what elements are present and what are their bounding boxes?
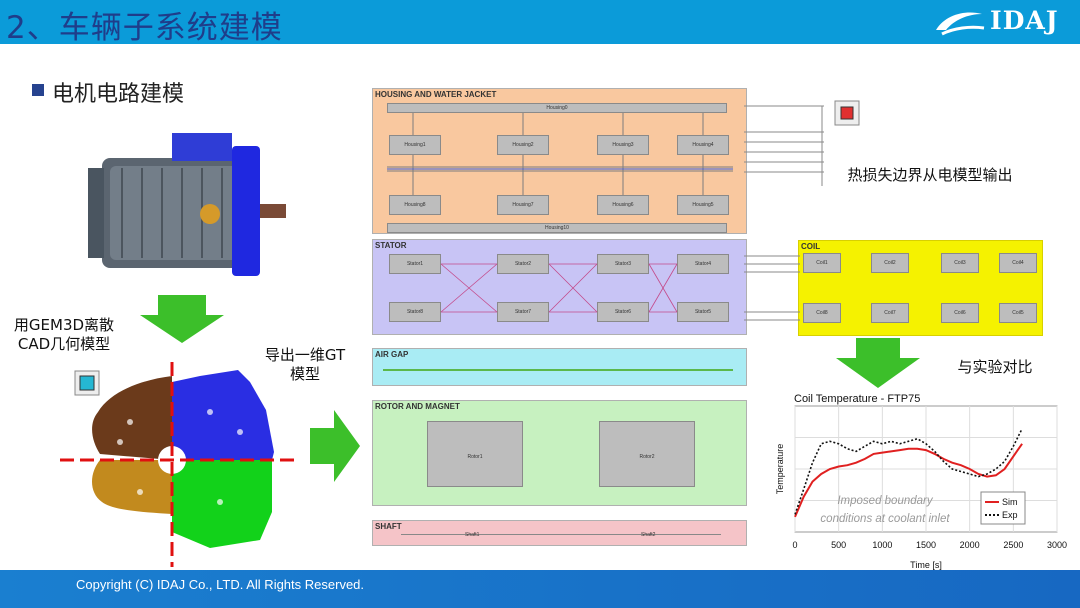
stator-coil-link-lines xyxy=(744,255,800,321)
stator-part[interactable]: Stator3 xyxy=(597,254,649,274)
rotor-label: ROTOR AND MAGNET xyxy=(375,402,460,411)
stator-part[interactable]: Stator7 xyxy=(497,302,549,322)
housing-part[interactable]: Housing1 xyxy=(389,135,441,155)
x-tick-label: 2000 xyxy=(960,540,980,550)
header-bar xyxy=(0,0,1080,44)
legend-box xyxy=(980,491,1026,525)
gt-model-diagram: HOUSING AND WATER JACKET Housing0 Housin… xyxy=(370,88,750,548)
series-line-sim xyxy=(794,443,1023,518)
housing-connections xyxy=(387,113,733,195)
coil-part[interactable]: Coil5 xyxy=(999,303,1037,323)
series-line-exp xyxy=(794,428,1023,515)
y-axis-label: Temperature xyxy=(775,444,785,495)
coil-part[interactable]: Coil6 xyxy=(941,303,979,323)
housing-part[interactable]: Housing3 xyxy=(597,135,649,155)
coil-part[interactable]: Coil2 xyxy=(871,253,909,273)
x-tick-label: 1000 xyxy=(872,540,892,550)
housing-block: HOUSING AND WATER JACKET Housing0 Housin… xyxy=(372,88,747,234)
compare-caption: 与实验对比 xyxy=(957,358,1033,376)
stator-part[interactable]: Stator8 xyxy=(389,302,441,322)
discretized-cad-geometry xyxy=(60,362,300,567)
idaj-logo-text: IDAJ xyxy=(990,6,1059,35)
shaft-block: SHAFT Shaft1 Shaft2 xyxy=(372,520,747,546)
shaft-label: SHAFT xyxy=(375,522,402,531)
shaft-part[interactable]: Shaft1 xyxy=(465,532,480,538)
chart-title: Coil Temperature - FTP75 xyxy=(794,393,921,405)
x-tick-label: 2500 xyxy=(1003,540,1023,550)
housing-part[interactable]: Housing6 xyxy=(597,195,649,215)
housing-label: HOUSING AND WATER JACKET xyxy=(375,90,497,99)
coil-part[interactable]: Coil3 xyxy=(941,253,979,273)
stator-part[interactable]: Stator4 xyxy=(677,254,729,274)
housing-part[interactable]: Housing10 xyxy=(387,223,727,233)
coil-block: COIL Coil1 Coil2 Coil3 Coil4 Coil8 Coil7… xyxy=(798,240,1043,336)
idaj-logo-swoosh-icon xyxy=(936,12,985,36)
coil-part[interactable]: Coil7 xyxy=(871,303,909,323)
right-arrow-icon xyxy=(310,410,360,482)
footer-bar xyxy=(0,570,1080,608)
shaft-part[interactable]: Shaft2 xyxy=(641,532,656,538)
stator-block: STATOR Stator1 Stator2 Stator3 Stator4 S… xyxy=(372,239,747,335)
housing-part[interactable]: Housing0 xyxy=(387,103,727,113)
slide-title: 2、车辆子系统建模 xyxy=(6,10,283,46)
chart-annotation-line: conditions at coolant inlet xyxy=(820,513,950,525)
stator-part[interactable]: Stator6 xyxy=(597,302,649,322)
coil-part[interactable]: Coil4 xyxy=(999,253,1037,273)
copyright-text: Copyright (C) IDAJ Co., LTD. All Rights … xyxy=(76,577,365,592)
rotor-part[interactable]: Rotor1 xyxy=(427,421,523,487)
coil-label: COIL xyxy=(801,242,821,251)
x-tick-label: 0 xyxy=(792,540,797,550)
x-tick-label: 500 xyxy=(831,540,846,550)
stator-part[interactable]: Stator1 xyxy=(389,254,441,274)
chart-annotation-line: Imposed boundary xyxy=(837,495,934,507)
x-axis-label: Time [s] xyxy=(910,560,942,570)
stator-label: STATOR xyxy=(375,241,407,250)
stator-connections xyxy=(440,263,678,313)
air-gap-block: AIR GAP xyxy=(372,348,747,386)
legend-label: Exp xyxy=(1002,510,1018,520)
down-arrow-icon xyxy=(836,338,920,388)
gem3d-caption: 用GEM3D离散 CAD几何模型 xyxy=(13,316,115,353)
section-title: 电机电路建模 xyxy=(52,82,185,107)
legend-label: Sim xyxy=(1002,497,1018,507)
export-caption: 导出一维GT 模型 xyxy=(264,346,346,383)
down-arrow-icon xyxy=(140,295,224,343)
housing-part[interactable]: Housing8 xyxy=(389,195,441,215)
housing-part[interactable]: Housing2 xyxy=(497,135,549,155)
housing-part[interactable]: Housing5 xyxy=(677,195,729,215)
stator-part[interactable]: Stator5 xyxy=(677,302,729,322)
housing-part[interactable]: Housing4 xyxy=(677,135,729,155)
rotor-block: ROTOR AND MAGNET Rotor1 Rotor2 xyxy=(372,400,747,506)
stator-part[interactable]: Stator2 xyxy=(497,254,549,274)
housing-output-lines xyxy=(744,105,824,186)
bullet-square-icon xyxy=(32,84,44,96)
heat-loss-caption: 热损失边界从电模型输出 xyxy=(847,166,1013,184)
air-gap-label: AIR GAP xyxy=(375,350,409,359)
air-gap-line xyxy=(383,369,733,371)
gem3d-tool-icon[interactable] xyxy=(74,370,100,396)
motor-3d-image xyxy=(88,133,286,276)
x-tick-label: 3000 xyxy=(1047,540,1067,550)
shaft-line xyxy=(401,534,721,535)
rotor-part[interactable]: Rotor2 xyxy=(599,421,695,487)
coil-part[interactable]: Coil1 xyxy=(803,253,841,273)
x-tick-label: 1500 xyxy=(916,540,936,550)
coil-part[interactable]: Coil8 xyxy=(803,303,841,323)
housing-part[interactable]: Housing7 xyxy=(497,195,549,215)
heat-source-tool-icon[interactable] xyxy=(834,100,860,126)
